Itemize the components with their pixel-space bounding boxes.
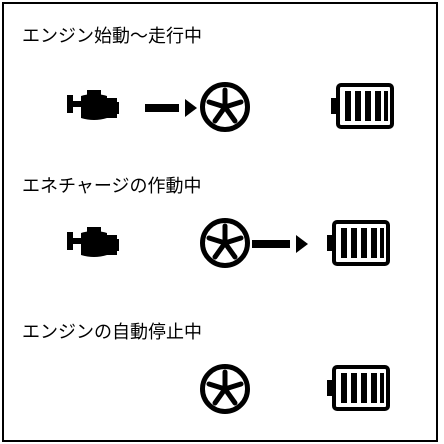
engine-icon [67,90,119,120]
wheel-icon [200,218,250,268]
section-1-label: エンジン始動～走行中 [22,26,202,47]
engine-icon [67,227,119,257]
section-2-label: エネチャージの作動中 [22,176,202,197]
arrow-right-icon [252,235,308,253]
battery-icon [331,83,394,129]
diagram-panel: エンジン始動～走行中 エネチャー [2,2,438,442]
wheel-icon [200,82,250,132]
arrow-right-icon [145,99,197,117]
battery-icon [327,220,390,266]
battery-icon [327,365,390,411]
wheel-icon [200,364,250,414]
section-3-label: エンジンの自動停止中 [22,322,202,343]
